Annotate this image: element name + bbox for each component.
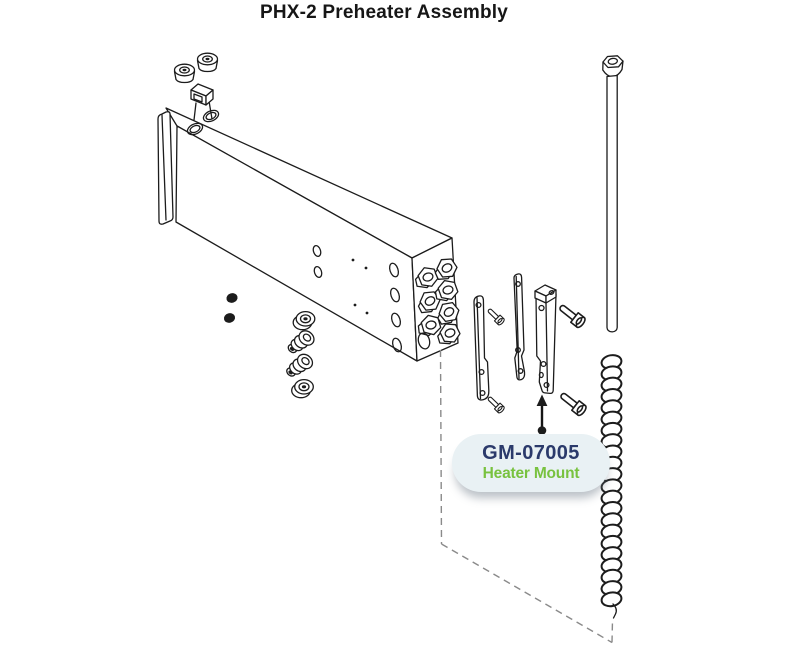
plug-fitting <box>196 52 219 73</box>
heater-mount-bracket <box>534 284 557 395</box>
end-flange <box>157 111 174 225</box>
heater-coil <box>600 354 623 619</box>
round-grommet <box>292 310 316 331</box>
mounting-screw <box>485 394 506 415</box>
terminal-tab <box>190 83 214 121</box>
hex-fitting <box>286 353 314 377</box>
top-face-holes <box>186 109 220 136</box>
mounting-screw <box>557 389 589 418</box>
front-face-ports <box>312 245 403 353</box>
part-number-label: GM-07005 <box>482 442 580 465</box>
port-hex-nuts <box>414 258 461 350</box>
heater-rod <box>602 55 624 333</box>
mounting-screw <box>556 301 588 330</box>
mount-plate-middle <box>513 273 526 381</box>
plug-fittings <box>173 52 219 84</box>
mount-bar-left <box>473 295 490 401</box>
assembly-dashed-outline <box>439 349 614 644</box>
plug-fitting <box>173 63 196 84</box>
round-grommet <box>291 378 314 399</box>
hex-fitting <box>287 330 315 354</box>
part-callout: GM-07005 Heater Mount <box>452 434 610 492</box>
callout-arrow <box>536 394 548 435</box>
part-name-label: Heater Mount <box>482 465 580 483</box>
preheater-body <box>157 83 461 362</box>
diagram-title: PHX-2 Preheater Assembly <box>259 2 509 23</box>
fitting-stack <box>286 310 316 399</box>
mounting-screw <box>485 306 506 327</box>
rivets <box>223 293 238 323</box>
